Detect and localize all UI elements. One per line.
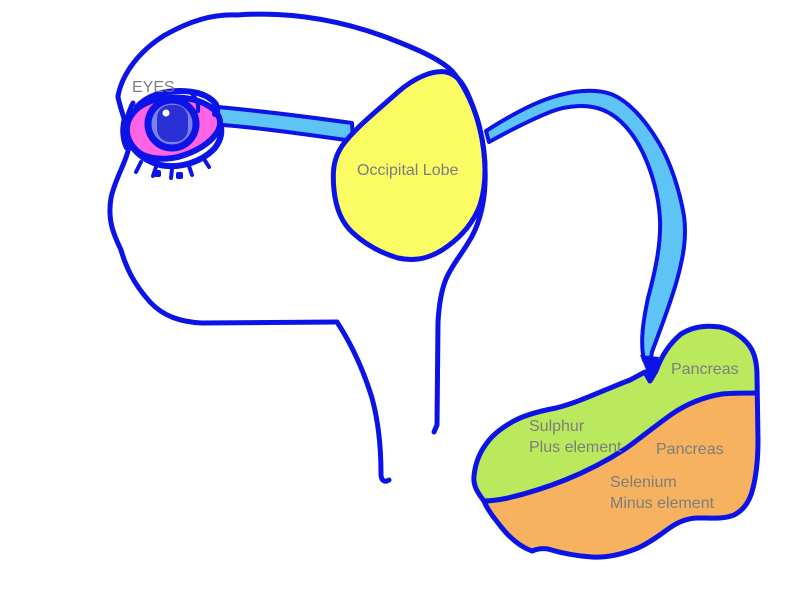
eye-lash-dot-1 — [154, 170, 161, 177]
eye-lash-4 — [187, 164, 194, 177]
neck-back-line — [431, 68, 488, 435]
pancreas-outline — [471, 323, 761, 560]
eye-left-corner-stroke — [123, 100, 136, 150]
eye-pupil — [157, 105, 188, 142]
pancreas-orange-region — [484, 393, 758, 558]
eyes-label: EYES — [132, 79, 175, 96]
eye-lash-1 — [134, 160, 143, 174]
pancreas-green-region — [473, 326, 757, 501]
neck-front-line — [334, 319, 392, 484]
eye-lash-5 — [202, 157, 211, 169]
eye-upper-lid-stroke — [134, 88, 221, 117]
eye-upper-lid-scribble — [188, 90, 201, 113]
selenium-label: Selenium — [610, 474, 677, 491]
pancreas-body-label: Pancreas — [656, 441, 724, 458]
pathway-arrow-tip — [640, 355, 659, 382]
pancreas-head-label: Pancreas — [671, 361, 739, 378]
plus-element-label: Plus element — [529, 439, 622, 456]
occipital-lobe-label: Occipital Lobe — [357, 162, 459, 179]
eye-left-corner-scribble — [120, 116, 128, 150]
eye-lower-lid-stroke — [123, 124, 225, 170]
eye-lash-3 — [169, 167, 174, 180]
eye-pupil-highlight — [162, 109, 170, 117]
eye-drawing — [120, 88, 225, 180]
minus-element-label: Minus element — [610, 495, 715, 512]
pancreas-divider-line — [481, 390, 760, 504]
eye-lash-dot-2 — [176, 172, 183, 179]
visual-pathway-band — [484, 88, 688, 370]
optic-nerve-band — [205, 104, 355, 143]
head-outline — [115, 11, 455, 99]
sulphur-label: Sulphur — [529, 418, 585, 435]
eye-corner-scribble — [205, 94, 218, 114]
